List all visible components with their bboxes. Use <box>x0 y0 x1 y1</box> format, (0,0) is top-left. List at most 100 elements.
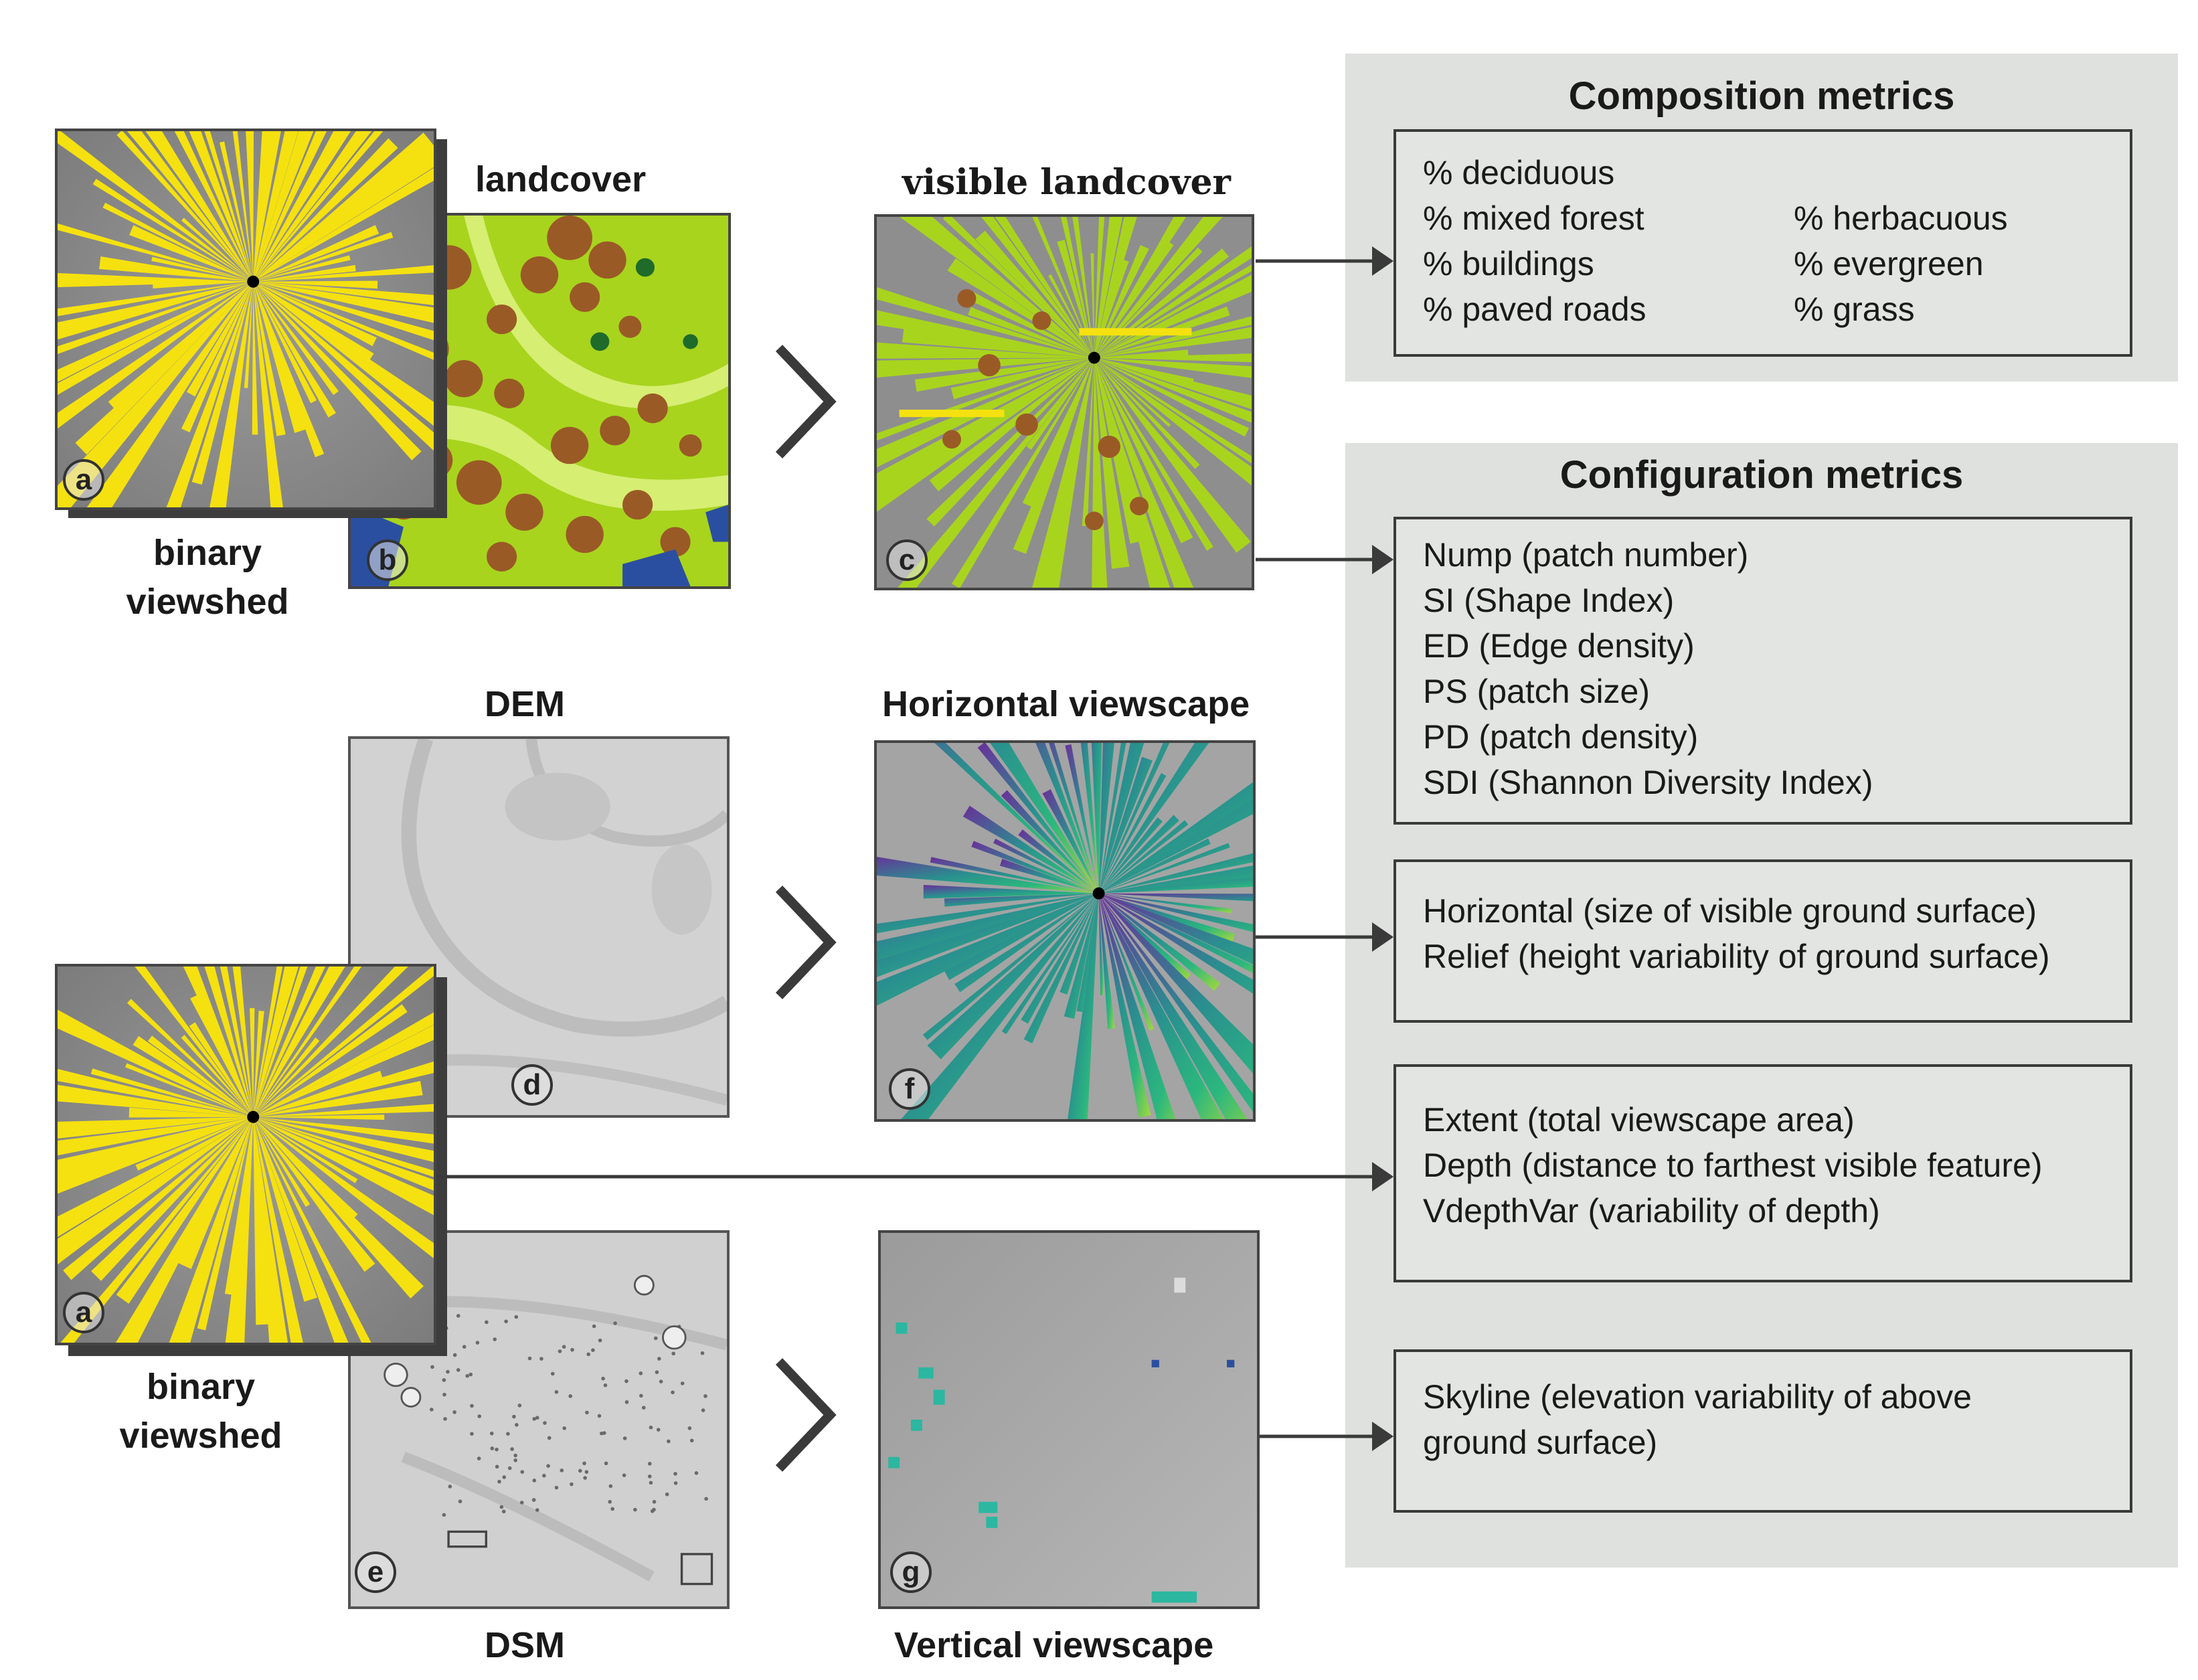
viewshed-ray <box>1049 743 1099 894</box>
viewshed-ray <box>877 893 1099 977</box>
viewshed-ray <box>1098 893 1151 1118</box>
viewshed-ray <box>877 310 1094 358</box>
tree-dot <box>585 1410 589 1415</box>
viewshed-ray <box>58 281 254 507</box>
viewshed-ray <box>1098 893 1191 981</box>
binary-viewshed-label-line: binary <box>146 1367 256 1407</box>
viewshed-ray <box>253 133 434 282</box>
viewshed-ray <box>950 357 1094 400</box>
viewshed-ray <box>253 281 286 436</box>
tree-dot <box>470 1404 474 1408</box>
viewshed-ray <box>250 1008 255 1117</box>
tree-dot <box>465 1373 470 1378</box>
viewshed-ray <box>1098 820 1189 894</box>
viewshed-ray <box>971 841 1099 894</box>
viewshed-ray <box>127 131 254 282</box>
viewshed-ray <box>1091 743 1102 894</box>
tree-dot <box>489 1431 494 1436</box>
viewshed-ray <box>253 1116 358 1183</box>
viewshed-ray <box>253 1116 424 1298</box>
tree-dot <box>671 1351 676 1356</box>
viewshed-ray <box>942 217 1094 358</box>
tree-dot <box>657 1357 661 1361</box>
viewshed-ray <box>1092 357 1108 588</box>
viewshed-ray <box>220 967 254 1117</box>
viewshed-ray <box>1098 893 1176 1119</box>
viewshed-ray <box>190 994 254 1117</box>
viewshed-ray <box>116 1116 254 1304</box>
tree-dot <box>622 1436 627 1440</box>
dsm-label: DSM <box>485 1625 565 1665</box>
configuration-item: SDI (Shannon Diversity Index) <box>1423 764 1873 801</box>
configuration-item: PS (patch size) <box>1423 673 1651 710</box>
viewshed-ray <box>1098 893 1253 973</box>
tree-dot <box>650 1509 655 1513</box>
viewshed-ray <box>1098 893 1253 1074</box>
composition-item: % herbacuous <box>1794 199 2008 237</box>
badge-e: e <box>355 1551 396 1593</box>
tree-dot <box>639 1394 643 1398</box>
tree-dot <box>442 1513 446 1517</box>
tree-dot <box>667 1439 671 1444</box>
viewshed-ray <box>166 281 254 507</box>
binary-viewshed-label-line: viewshed <box>119 1415 282 1456</box>
viewshed-ray <box>253 131 372 282</box>
tree-dot <box>701 1408 705 1412</box>
tree-dot <box>597 1414 602 1418</box>
tree-dot <box>647 1475 652 1479</box>
viewshed-ray <box>232 131 254 282</box>
composition-item: % mixed forest <box>1423 199 1644 237</box>
viewshed-ray <box>129 225 254 282</box>
viewshed-ray <box>90 1068 254 1117</box>
viewshed-ray <box>962 805 1099 894</box>
viewshed-ray <box>58 272 254 288</box>
configuration-item: Skyline (elevation variability of above <box>1423 1378 1972 1416</box>
viewshed-ray <box>954 893 1099 993</box>
tree-dot <box>578 1468 582 1473</box>
tree-dot <box>477 1456 481 1460</box>
tree-dot <box>608 1484 613 1489</box>
viewshed-ray <box>1094 327 1252 358</box>
tree-dot <box>608 1499 612 1504</box>
viewshed-ray <box>1094 357 1252 486</box>
viewshed-ray <box>952 357 1094 588</box>
tree-dot <box>490 1446 495 1450</box>
viewshed-ray <box>116 131 254 282</box>
tree-dot <box>535 1416 539 1420</box>
viewshed-ray <box>1023 893 1099 1043</box>
viewshed-ray <box>1082 357 1094 527</box>
viewshed-ray <box>253 281 339 396</box>
tree-dot <box>520 1470 525 1474</box>
viewshed-ray <box>58 281 254 395</box>
viewshed-ray <box>1026 357 1094 450</box>
horizontal-viewscape-map <box>874 740 1256 1122</box>
viewshed-ray <box>253 1011 264 1117</box>
viewshed-ray <box>1098 817 1163 894</box>
viewshed-ray <box>1098 893 1253 964</box>
viewshed-ray <box>253 1116 358 1218</box>
viewshed-ray <box>1098 893 1155 1031</box>
viewshed-ray <box>108 281 254 409</box>
viewshed-ray <box>253 1116 288 1343</box>
viewshed-ray <box>1094 316 1252 358</box>
viewshed-ray <box>253 1114 385 1120</box>
viewshed-ray <box>1098 743 1114 894</box>
viewshed-ray <box>1094 357 1252 423</box>
tree-dot <box>452 1410 456 1414</box>
viewshed-ray <box>1098 772 1167 894</box>
composition-item: % grass <box>1794 290 1915 328</box>
tree-dot <box>647 1462 652 1466</box>
tree-dot <box>689 1438 694 1443</box>
viewshed-ray <box>914 357 1094 392</box>
viewshed-ray <box>253 967 362 1117</box>
viewshed-ray <box>253 138 398 282</box>
viewshed-ray <box>1094 357 1252 378</box>
composition-item: % paved roads <box>1423 290 1646 328</box>
tree-dot <box>475 1341 480 1345</box>
viewshed-ray <box>253 131 384 282</box>
viewshed-ray <box>1032 357 1094 588</box>
tree-dot <box>704 1497 708 1501</box>
tree-dot <box>554 1485 559 1490</box>
tree-dot <box>659 1379 663 1383</box>
tree-dot <box>442 1378 446 1382</box>
